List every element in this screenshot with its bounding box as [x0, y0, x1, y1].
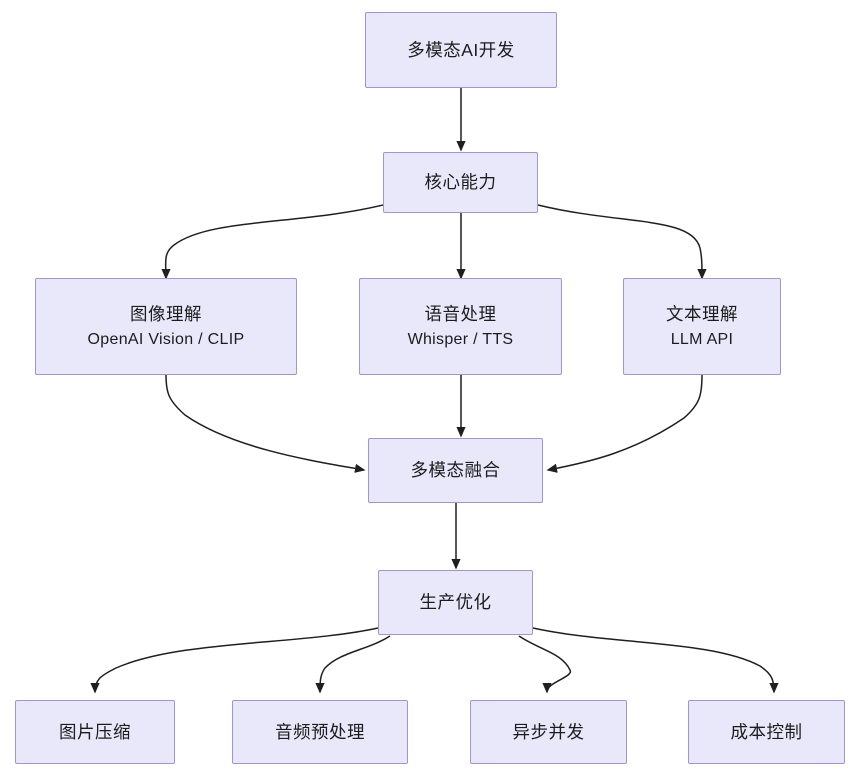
- node-cost[interactable]: 成本控制: [688, 700, 845, 764]
- node-fusion-title: 多模态融合: [410, 460, 501, 481]
- node-core[interactable]: 核心能力: [383, 152, 538, 213]
- edge-text-fusion: [546, 374, 703, 473]
- node-text-subtitle: LLM API: [670, 331, 734, 349]
- node-cost-title: 成本控制: [730, 721, 803, 742]
- node-text[interactable]: 文本理解 LLM API: [623, 278, 781, 375]
- edge-core-vision: [161, 204, 384, 280]
- edge-core-text: [537, 204, 707, 280]
- node-text-title: 文本理解: [666, 303, 738, 324]
- node-fusion[interactable]: 多模态融合: [368, 438, 543, 503]
- node-production[interactable]: 生产优化: [378, 570, 533, 635]
- node-audiopre[interactable]: 音频预处理: [232, 700, 408, 764]
- edge-production-cost: [532, 627, 779, 694]
- node-async-title: 异步并发: [512, 721, 585, 742]
- node-root-title: 多模态AI开发: [407, 39, 515, 60]
- node-production-title: 生产优化: [419, 592, 492, 613]
- edge-vision-fusion: [165, 374, 366, 473]
- node-imgcomp-title: 图片压缩: [59, 721, 131, 742]
- node-vision-title: 图像理解: [130, 303, 202, 324]
- node-root[interactable]: 多模态AI开发: [365, 12, 557, 88]
- node-audiopre-title: 音频预处理: [275, 721, 365, 742]
- node-speech[interactable]: 语音处理 Whisper / TTS: [359, 278, 562, 375]
- node-vision[interactable]: 图像理解 OpenAI Vision / CLIP: [35, 278, 297, 375]
- edge-production-async: [518, 635, 571, 694]
- node-async[interactable]: 异步并发: [470, 700, 627, 764]
- edge-production-audiopre: [315, 635, 391, 694]
- node-vision-subtitle: OpenAI Vision / CLIP: [87, 331, 245, 349]
- edge-production-imgcomp: [90, 627, 379, 694]
- node-core-title: 核心能力: [424, 172, 497, 193]
- node-speech-title: 语音处理: [424, 303, 497, 324]
- node-speech-subtitle: Whisper / TTS: [407, 331, 514, 349]
- node-imgcomp[interactable]: 图片压缩: [15, 700, 175, 764]
